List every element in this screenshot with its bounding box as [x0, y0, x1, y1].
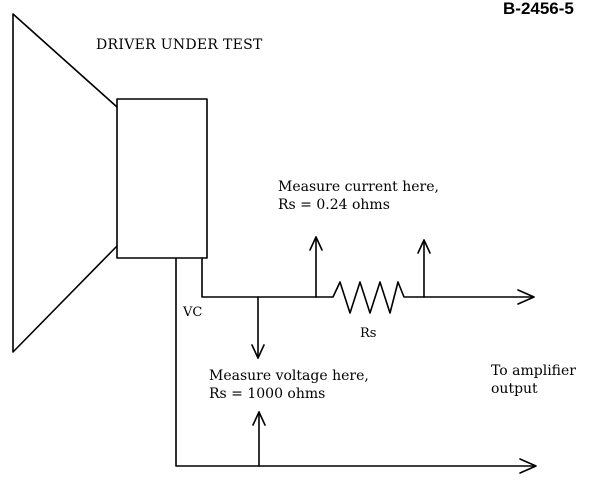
vc-label: VC: [183, 305, 203, 320]
current-label-line2: Rs = 0.24 ohms: [278, 197, 390, 213]
return-wire: [175, 257, 536, 467]
voltage-label-line2: Rs = 1000 ohms: [209, 386, 326, 402]
amp-arrow-top: [517, 289, 535, 305]
voltage-probe-bottom-head: [252, 411, 266, 426]
voltage-probe-top-head: [251, 344, 265, 359]
resistor-rs: [315, 281, 425, 314]
speaker-magnet-box: [116, 98, 208, 259]
figure-code: B-2456-5: [503, 0, 574, 18]
amplifier-label-line2: output: [491, 381, 538, 397]
speaker-cone-outline: [12, 13, 118, 353]
current-label-line1: Measure current here,: [278, 179, 439, 195]
rs-label: Rs: [360, 326, 377, 341]
amplifier-label-line1: To amplifier: [491, 363, 576, 379]
current-probe-left-head: [309, 236, 323, 251]
diagram-title: DRIVER UNDER TEST: [96, 37, 263, 53]
vc-wire: [201, 257, 317, 298]
amp-arrow-bottom: [519, 458, 537, 474]
voltage-label-line1: Measure voltage here,: [209, 368, 369, 384]
current-probe-right-head: [417, 239, 431, 254]
